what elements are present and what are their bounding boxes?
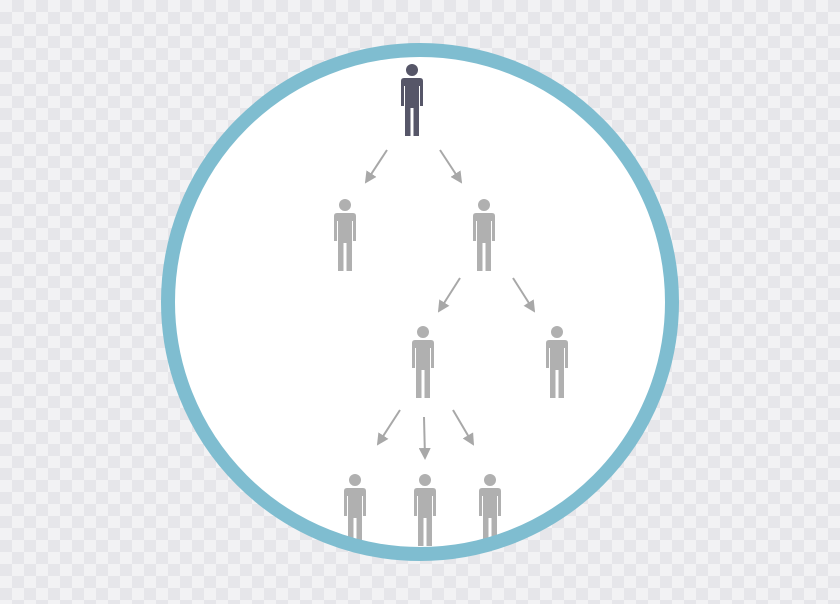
arrow-down-icon <box>437 277 461 313</box>
ring-background <box>168 50 672 554</box>
level1-right-person-person-icon <box>473 199 495 271</box>
level2-right-person-person-icon <box>546 326 568 398</box>
outer-ring <box>161 43 679 561</box>
arrow-down-icon <box>452 409 475 446</box>
level2-left-person-person-icon <box>412 326 434 398</box>
arrow-down-icon <box>364 149 388 184</box>
level3-right-person-person-icon <box>479 474 501 546</box>
root-person-person-icon <box>401 64 423 136</box>
arrow-down-icon <box>439 149 463 184</box>
level3-middle-person-person-icon <box>414 474 436 546</box>
arrow-down-icon <box>376 409 401 446</box>
people-layer <box>334 64 568 546</box>
level3-left-person-person-icon <box>344 474 366 546</box>
level1-left-person-person-icon <box>334 199 356 271</box>
arrows-layer <box>364 149 536 460</box>
arrow-down-icon <box>512 277 536 313</box>
arrow-down-icon <box>418 416 431 460</box>
